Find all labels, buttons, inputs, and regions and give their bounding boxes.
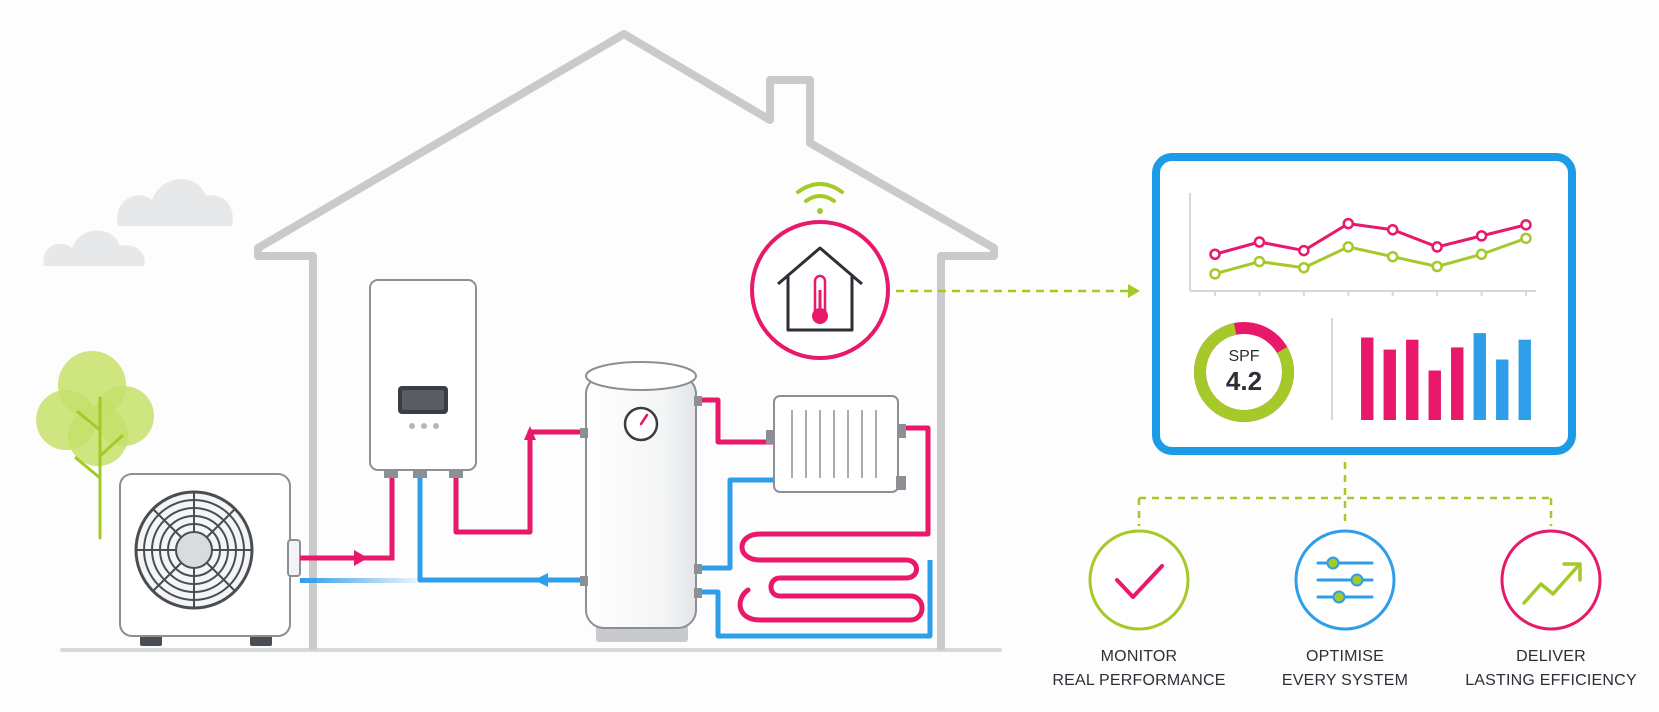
series-1-point — [1475, 230, 1488, 242]
pillar-subtitle: EVERY SYSTEM — [1281, 672, 1409, 689]
series-line-2 — [1214, 236, 1527, 276]
gauge-label: SPF — [1228, 348, 1259, 365]
spf-gauge: SPF 4.2 — [1194, 322, 1294, 422]
bar — [1361, 337, 1374, 420]
series-1-point — [1209, 248, 1221, 260]
bar — [1428, 370, 1441, 420]
flow-pipe-cold — [696, 560, 933, 639]
pillar-title: DELIVER — [1516, 648, 1586, 665]
flow-arrow — [524, 426, 536, 440]
house-outline — [254, 30, 998, 650]
bar — [1496, 359, 1509, 420]
tree-icon — [36, 351, 154, 540]
flow-arrow — [354, 550, 368, 566]
bar — [1383, 349, 1396, 420]
flow-pipe-hot — [453, 429, 582, 535]
series-2-point — [1431, 260, 1443, 273]
flow-pipe-cold-fade — [300, 578, 430, 583]
flow-pipe-hot — [760, 425, 931, 537]
trend-up-icon — [1500, 529, 1602, 631]
pillar-title: MONITOR — [1100, 648, 1178, 665]
series-2-point — [1386, 250, 1399, 263]
pillar-monitor: MONITOR REAL PERFORMANCE — [1019, 645, 1259, 693]
flow-pipe-cold — [417, 476, 582, 583]
checkmark-icon — [1088, 529, 1190, 631]
bar — [1451, 347, 1464, 420]
series-2-point — [1298, 261, 1310, 274]
series-2-point — [1475, 248, 1488, 260]
line-chart — [1209, 217, 1532, 280]
series-1-point — [1298, 244, 1310, 257]
bar — [1406, 339, 1419, 420]
series-line-1 — [1214, 222, 1527, 256]
flow-arrow — [534, 573, 548, 587]
series-2-point — [1253, 255, 1266, 268]
dashboard-panel: SPF 4.2 — [1152, 153, 1576, 455]
pillar-subtitle: LASTING EFFICIENCY — [1465, 672, 1637, 689]
flow-pipe-cold — [696, 477, 774, 571]
data-link-arrow — [1128, 284, 1140, 298]
flow-pipe-hot — [696, 397, 774, 445]
pillar-optimise: OPTIMISE EVERY SYSTEM — [1225, 645, 1465, 693]
bar-chart — [1361, 333, 1531, 420]
series-1-point — [1386, 224, 1399, 236]
pillar-connectors — [1137, 462, 1553, 526]
wifi-icon — [796, 182, 844, 214]
series-1-point — [1431, 241, 1443, 253]
pillar-subtitle: REAL PERFORMANCE — [1052, 672, 1226, 689]
heat-pump-fan-icon — [119, 473, 301, 646]
series-1-point — [1253, 236, 1266, 248]
series-2-point — [1520, 232, 1532, 245]
radiator-icon — [766, 395, 906, 493]
pillar-deliver: DELIVER LASTING EFFICIENCY — [1431, 645, 1659, 693]
pillar-title: OPTIMISE — [1305, 648, 1385, 665]
sliders-icon — [1294, 529, 1396, 631]
bar — [1518, 339, 1531, 420]
indoor-controller-icon — [369, 279, 477, 478]
line-chart-ticks — [1214, 291, 1527, 296]
bar — [1473, 333, 1486, 420]
gauge-value: 4.2 — [1226, 366, 1262, 396]
house-thermometer-icon — [750, 220, 890, 360]
cloud-icon — [117, 179, 233, 226]
underfloor-heating-icon — [737, 531, 925, 623]
hot-water-cylinder-icon — [580, 361, 702, 642]
cloud-icon — [43, 230, 145, 266]
series-1-point — [1520, 219, 1532, 231]
series-2-point — [1342, 241, 1355, 253]
series-1-point — [1342, 217, 1355, 230]
series-2-point — [1209, 268, 1221, 280]
